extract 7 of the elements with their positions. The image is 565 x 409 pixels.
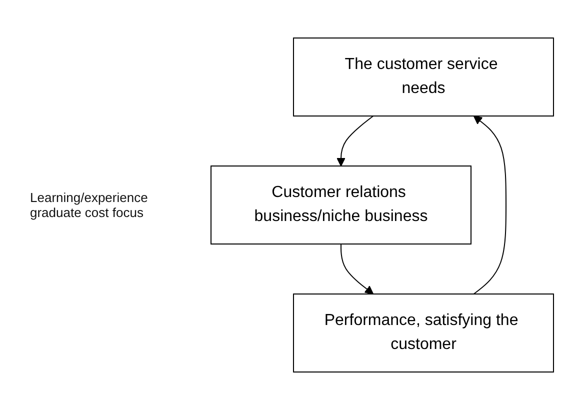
arrow — [336, 115, 374, 166]
note-text: Learning/experience graduate cost focus — [30, 190, 149, 220]
node-box: The customer service needs — [293, 37, 554, 116]
node-box: Performance, satisfying the customer — [293, 293, 554, 372]
arrow — [474, 115, 507, 294]
node-box: Customer relations business/niche business — [210, 165, 472, 244]
arrow — [340, 243, 374, 294]
